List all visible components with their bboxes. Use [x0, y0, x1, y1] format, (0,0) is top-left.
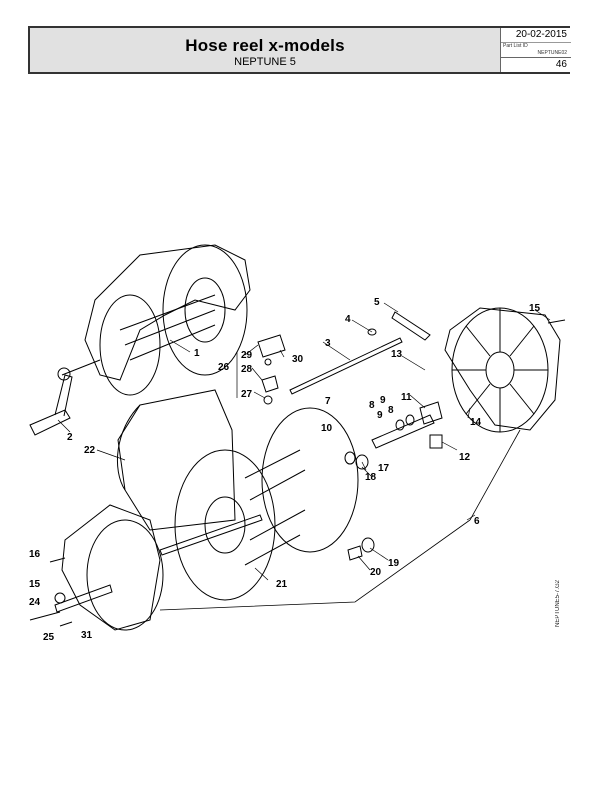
washer-part — [344, 451, 356, 465]
drum-axle — [159, 514, 263, 556]
drum-left-flange — [174, 449, 276, 601]
callout-label: 6 — [474, 516, 480, 527]
callout-label: 31 — [81, 630, 93, 641]
shaft-part — [289, 337, 403, 395]
lower-frame-part — [61, 504, 161, 631]
coupling-part — [419, 401, 443, 425]
callout-label: 12 — [459, 452, 471, 463]
page-title: Hose reel x-models — [185, 36, 345, 55]
callout-label: 9 — [380, 395, 386, 406]
callout-label: 3 — [325, 338, 331, 349]
drum-sheet-curve — [116, 404, 141, 491]
fitting-part — [429, 434, 443, 449]
callout-label: 9 — [377, 410, 383, 421]
lever-part — [391, 311, 431, 341]
header-divider — [501, 57, 571, 58]
part-list-id: NEPTUNE02 — [537, 50, 567, 56]
upper-frame-part — [84, 244, 251, 381]
seal-ring-part — [395, 419, 405, 431]
callout-label: 22 — [84, 445, 96, 456]
bolt-part — [547, 319, 566, 324]
callout-label: 24 — [29, 597, 41, 608]
callout-label: 13 — [391, 349, 403, 360]
callout-label: 25 — [43, 632, 55, 643]
hose-reel-drawing — [29, 244, 566, 631]
upper-frame-disc-hub — [184, 277, 226, 343]
right-frame-part — [444, 307, 561, 431]
callout-label: 26 — [218, 362, 230, 373]
callout-label: 29 — [241, 350, 253, 361]
callout-label: 2 — [67, 432, 73, 443]
callout-label: 15 — [29, 579, 41, 590]
lower-knob — [54, 592, 66, 604]
crank-handle-part — [29, 359, 101, 436]
bolt-part — [49, 557, 66, 563]
drawing-code: NEPTUNE5-7.G2 — [555, 580, 561, 628]
callout-label: 8 — [369, 400, 375, 411]
drum-right-flange — [261, 407, 359, 553]
callout-label: 19 — [388, 558, 400, 569]
upper-frame-disc — [162, 244, 248, 376]
header-title-area: Hose reel x-models NEPTUNE 5 — [30, 28, 500, 72]
callout-label: 5 — [374, 297, 380, 308]
upper-frame-bars — [119, 294, 216, 361]
bolt-part — [263, 395, 273, 405]
page-subtitle: NEPTUNE 5 — [234, 56, 296, 68]
washer-part — [361, 537, 375, 553]
callout-label: 4 — [345, 314, 351, 325]
callout-label: 8 — [388, 405, 394, 416]
callout-label: 28 — [241, 364, 253, 375]
header-info-panel: 20-02-2015 Part List ID NEPTUNE02 46 — [500, 28, 571, 72]
header-divider — [501, 42, 571, 43]
callout-label: 20 — [370, 567, 382, 578]
part-list-label: Part List ID — [503, 43, 528, 49]
screw-part — [264, 358, 272, 366]
drum-bars — [244, 449, 306, 566]
crank-handle-knob — [57, 367, 71, 381]
callout-label: 10 — [321, 423, 333, 434]
swivel-part — [371, 414, 435, 449]
callout-label: 1 — [194, 348, 200, 359]
callout-label: 15 — [529, 303, 541, 314]
bolt-part — [29, 611, 73, 627]
leader-lines — [57, 302, 551, 581]
callout-label: 30 — [292, 354, 304, 365]
page-number: 46 — [555, 59, 567, 70]
callout-label: 18 — [365, 472, 377, 483]
callout-label: 16 — [29, 549, 41, 560]
lower-axle — [54, 584, 113, 613]
callout-label: 14 — [470, 417, 482, 428]
clip-part — [261, 375, 279, 393]
right-frame-hub — [485, 351, 515, 389]
callout-labels: 1 2 3 4 5 6 7 8 8 9 9 10 11 12 13 14 15 … — [29, 297, 541, 643]
callout-label: 7 — [325, 396, 331, 407]
callout-label: 21 — [276, 579, 288, 590]
nut-part — [347, 545, 363, 561]
drum-left-hub — [204, 496, 246, 554]
upper-frame-side-disc — [99, 294, 161, 396]
assembly-outline — [469, 429, 521, 521]
lower-frame-disc — [86, 519, 164, 631]
washer-part — [367, 328, 377, 336]
right-frame-spokes — [452, 308, 548, 432]
assembly-outline — [159, 519, 471, 611]
header-date: 20-02-2015 — [515, 29, 567, 40]
seal-ring-part — [405, 414, 415, 426]
callout-label: 11 — [401, 392, 412, 403]
header-box: Hose reel x-models NEPTUNE 5 20-02-2015 … — [28, 26, 571, 74]
callout-label: 17 — [378, 463, 390, 474]
drum-sheet-part — [117, 389, 236, 531]
callout-label: 27 — [241, 389, 253, 400]
nut-part — [355, 454, 369, 470]
bracket-part — [257, 334, 286, 358]
